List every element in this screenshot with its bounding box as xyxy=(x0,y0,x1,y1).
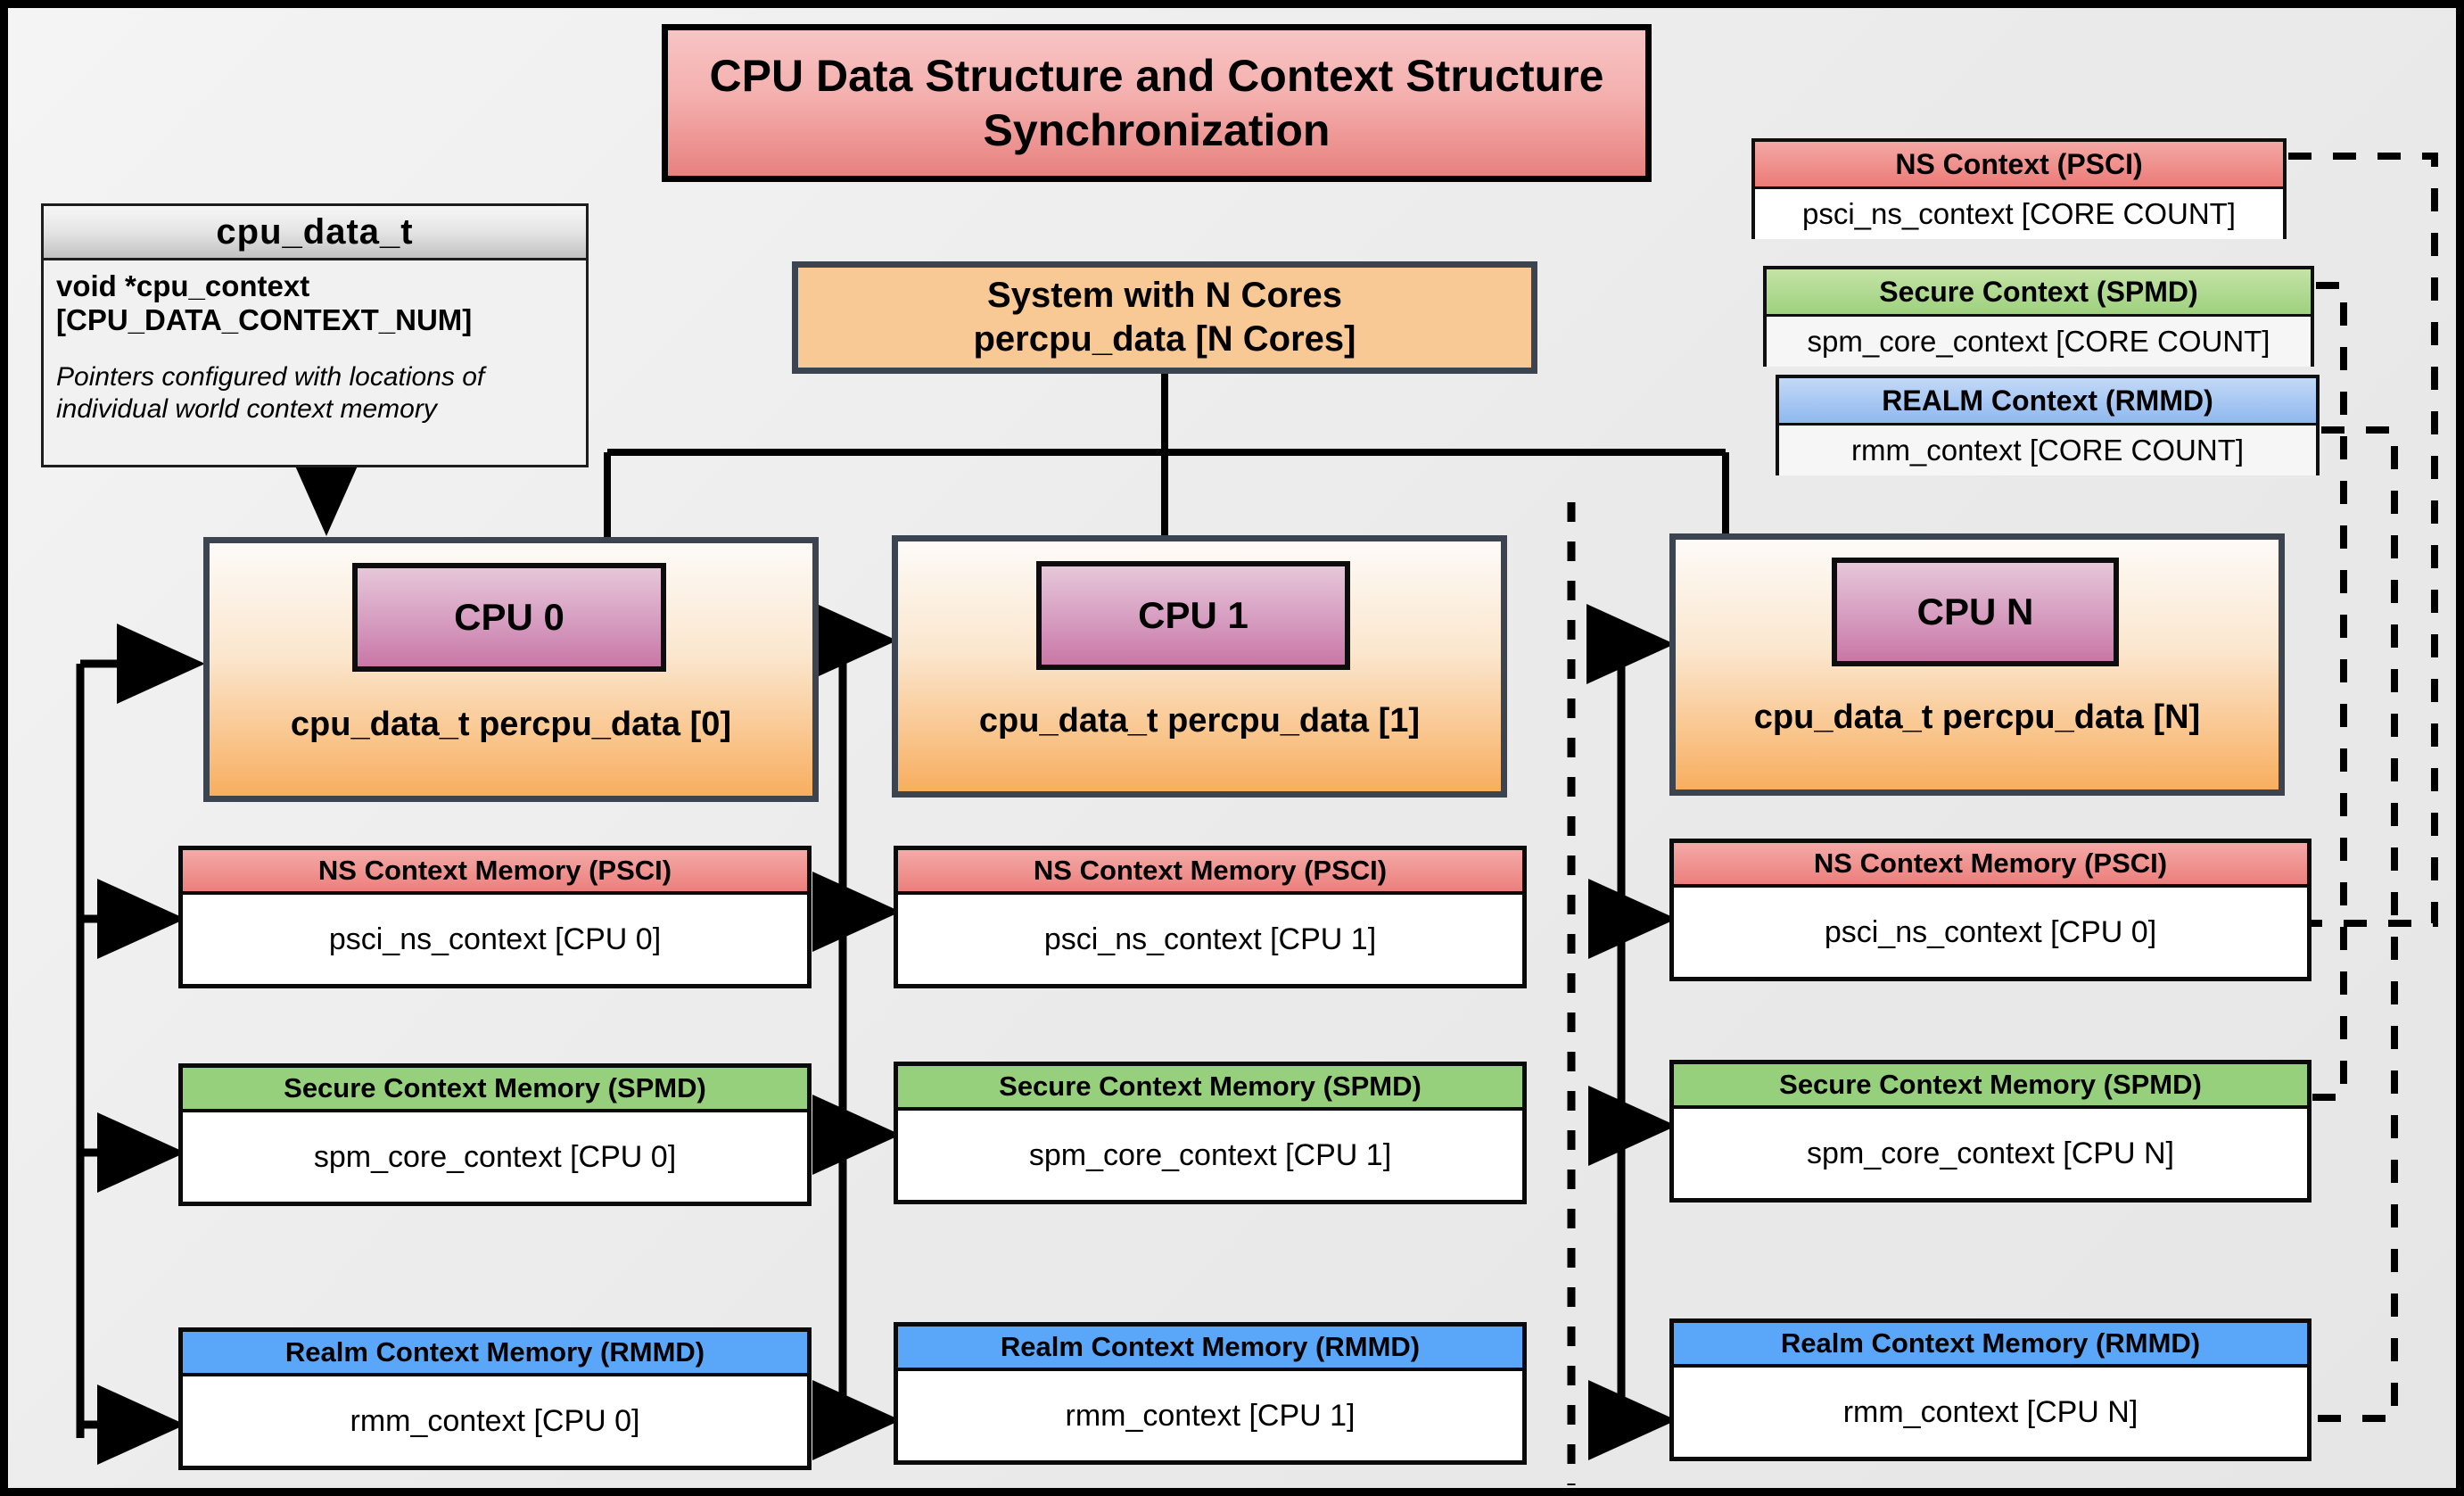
struct-note: Pointers configured with locations of in… xyxy=(56,361,485,424)
context-secure-cpun: Secure Context Memory (SPMD) spm_core_co… xyxy=(1669,1060,2312,1203)
system-node: System with N Cores percpu_data [N Cores… xyxy=(792,261,1537,374)
cpu-card-1: CPU 1 cpu_data_t percpu_data [1] xyxy=(892,535,1507,798)
context-ns-cpun-body: psci_ns_context [CPU 0] xyxy=(1674,888,2307,977)
context-ns-cpun-header: NS Context Memory (PSCI) xyxy=(1674,843,2307,888)
context-secure-cpu1-body: spm_core_context [CPU 1] xyxy=(898,1111,1522,1200)
legend-secure-context: Secure Context (SPMD) spm_core_context [… xyxy=(1763,266,2314,367)
context-secure-cpu0-header: Secure Context Memory (SPMD) xyxy=(183,1068,807,1112)
context-realm-cpu1-header: Realm Context Memory (RMMD) xyxy=(898,1327,1522,1371)
legend-ns-header: NS Context (PSCI) xyxy=(1755,142,2283,189)
page-title: CPU Data Structure and Context Structure… xyxy=(662,24,1652,182)
context-ns-cpu1: NS Context Memory (PSCI) psci_ns_context… xyxy=(894,846,1527,988)
context-realm-cpun: Realm Context Memory (RMMD) rmm_context … xyxy=(1669,1318,2312,1461)
legend-realm-body: rmm_context [CORE COUNT] xyxy=(1779,426,2316,475)
cpu-chip-n: CPU N xyxy=(1832,558,2119,666)
legend-ns-body: psci_ns_context [CORE COUNT] xyxy=(1755,189,2283,239)
context-realm-cpu0-body: rmm_context [CPU 0] xyxy=(183,1376,807,1466)
cpu-chip-1: CPU 1 xyxy=(1036,561,1350,670)
cpu-card-0: CPU 0 cpu_data_t percpu_data [0] xyxy=(203,537,819,802)
context-ns-cpu1-body: psci_ns_context [CPU 1] xyxy=(898,895,1522,984)
context-ns-cpu1-header: NS Context Memory (PSCI) xyxy=(898,850,1522,895)
context-realm-cpun-header: Realm Context Memory (RMMD) xyxy=(1674,1323,2307,1368)
context-realm-cpu0: Realm Context Memory (RMMD) rmm_context … xyxy=(178,1327,812,1470)
title-line-2: Synchronization xyxy=(983,104,1331,155)
context-secure-cpu1: Secure Context Memory (SPMD) spm_core_co… xyxy=(894,1062,1527,1204)
context-secure-cpu1-header: Secure Context Memory (SPMD) xyxy=(898,1066,1522,1111)
context-ns-cpun: NS Context Memory (PSCI) psci_ns_context… xyxy=(1669,839,2312,981)
legend-ns-context: NS Context (PSCI) psci_ns_context [CORE … xyxy=(1751,138,2287,239)
cpu-chip-0: CPU 0 xyxy=(352,563,666,672)
system-line-2: percpu_data [N Cores] xyxy=(973,319,1356,359)
context-realm-cpun-body: rmm_context [CPU N] xyxy=(1674,1368,2307,1457)
cpu-data-t-struct: cpu_data_t void *cpu_context [CPU_DATA_C… xyxy=(41,203,589,467)
context-realm-cpu1-body: rmm_context [CPU 1] xyxy=(898,1371,1522,1460)
legend-realm-context: REALM Context (RMMD) rmm_context [CORE C… xyxy=(1776,375,2320,475)
cpu-card-n: CPU N cpu_data_t percpu_data [N] xyxy=(1669,533,2285,796)
cpu-caption-0: cpu_data_t percpu_data [0] xyxy=(290,706,732,743)
context-secure-cpu0: Secure Context Memory (SPMD) spm_core_co… xyxy=(178,1063,812,1206)
struct-title: cpu_data_t xyxy=(44,206,586,260)
system-line-1: System with N Cores xyxy=(987,276,1342,316)
context-ns-cpu0-body: psci_ns_context [CPU 0] xyxy=(183,895,807,984)
context-secure-cpun-body: spm_core_context [CPU N] xyxy=(1674,1109,2307,1198)
legend-secure-header: Secure Context (SPMD) xyxy=(1767,269,2311,317)
legend-secure-body: spm_core_context [CORE COUNT] xyxy=(1767,317,2311,367)
context-ns-cpu0: NS Context Memory (PSCI) psci_ns_context… xyxy=(178,846,812,988)
legend-realm-header: REALM Context (RMMD) xyxy=(1779,378,2316,426)
context-secure-cpun-header: Secure Context Memory (SPMD) xyxy=(1674,1064,2307,1109)
context-secure-cpu0-body: spm_core_context [CPU 0] xyxy=(183,1112,807,1202)
struct-body: void *cpu_context [CPU_DATA_CONTEXT_NUM]… xyxy=(44,260,586,426)
title-line-1: CPU Data Structure and Context Structure xyxy=(709,50,1604,101)
cpu-caption-1: cpu_data_t percpu_data [1] xyxy=(978,702,1421,740)
cpu-caption-n: cpu_data_t percpu_data [N] xyxy=(1753,698,2201,736)
context-realm-cpu1: Realm Context Memory (RMMD) rmm_context … xyxy=(894,1322,1527,1465)
context-ns-cpu0-header: NS Context Memory (PSCI) xyxy=(183,850,807,895)
context-realm-cpu0-header: Realm Context Memory (RMMD) xyxy=(183,1332,807,1376)
struct-field-cpu-context: void *cpu_context [CPU_DATA_CONTEXT_NUM] xyxy=(56,269,473,337)
